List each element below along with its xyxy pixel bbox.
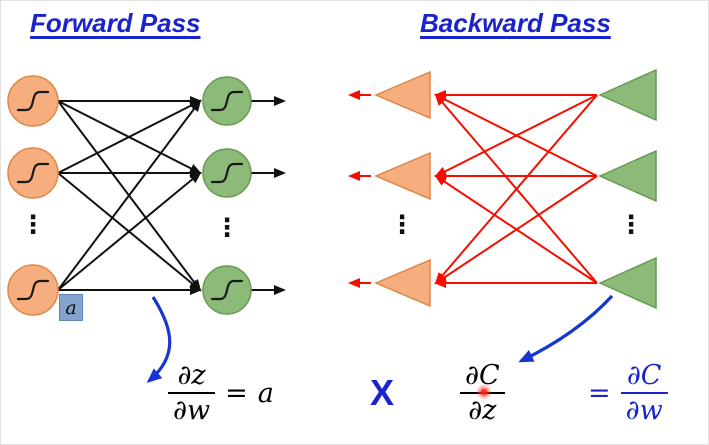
backward-right-neurons <box>598 68 657 310</box>
multiply-sign: X <box>370 372 395 413</box>
output-neuron <box>202 265 252 315</box>
input-neuron <box>7 147 59 199</box>
fraction-numerator: ∂z <box>177 360 206 391</box>
output-neuron <box>202 148 252 198</box>
equals-sign: = <box>225 377 248 409</box>
ellipsis-forward-inputs: ⋮ <box>20 210 46 239</box>
forward-derivative-formula: ∂z ∂w = a <box>168 360 274 426</box>
backward-left-neurons <box>374 70 431 308</box>
backward-derivative-formula: ∂C ∂z <box>460 360 505 426</box>
neuron-triangle <box>374 258 431 308</box>
dc-dz-fraction: ∂C ∂z <box>460 360 505 426</box>
fraction-numerator: ∂C <box>626 360 662 391</box>
ellipsis-backward-left: ⋮ <box>389 210 415 239</box>
fraction-bar <box>460 392 505 395</box>
sigmoid-icon <box>16 279 50 301</box>
forward-pass-title: Forward Pass <box>30 8 201 38</box>
sigmoid-icon <box>210 162 244 184</box>
result-derivative-formula: = ∂C ∂w <box>588 360 668 426</box>
connection-line <box>57 171 202 291</box>
gradient-line <box>434 94 598 177</box>
gradient-line <box>434 174 598 284</box>
input-neuron <box>7 264 59 316</box>
dz-dw-fraction: ∂z ∂w <box>168 360 216 427</box>
forward-derivative-arrow <box>146 296 172 383</box>
backward-derivative-arrow <box>518 294 614 363</box>
forward-output-neurons <box>202 76 252 315</box>
output-neuron <box>202 76 252 126</box>
neuron-triangle <box>598 149 657 203</box>
gradient-line <box>434 93 598 284</box>
fraction-denominator: ∂w <box>173 395 211 427</box>
forward-output-arrows <box>251 96 286 295</box>
backward-output-arrows <box>348 90 371 288</box>
backward-pass-title: Backward Pass <box>420 8 611 38</box>
result-value: a <box>257 377 274 409</box>
ellipsis-forward-outputs: ⋮ <box>214 213 240 242</box>
ellipsis-backward-right: ⋮ <box>618 210 644 239</box>
sigmoid-icon <box>210 279 244 301</box>
dc-dw-fraction: ∂C ∂w <box>620 360 668 427</box>
fraction-denominator: ∂w <box>625 395 663 427</box>
fraction-bar <box>168 392 216 395</box>
sigmoid-icon <box>210 90 244 112</box>
neuron-triangle <box>374 151 431 201</box>
sigmoid-icon <box>16 162 50 184</box>
fraction-bar <box>620 392 668 395</box>
input-neuron <box>7 75 59 127</box>
equals-sign: = <box>588 377 611 409</box>
fraction-numerator: ∂C <box>465 360 500 391</box>
sigmoid-icon <box>16 90 50 112</box>
connection-line <box>57 99 202 291</box>
forward-connections <box>57 96 202 295</box>
neuron-triangle <box>374 70 431 120</box>
activation-value-label: a <box>59 294 83 321</box>
neuron-triangle <box>598 68 657 122</box>
neuron-triangle <box>598 256 657 310</box>
backward-connections <box>434 90 598 288</box>
fraction-denominator: ∂z <box>468 395 497 427</box>
connection-line <box>57 100 202 174</box>
forward-input-neurons <box>7 75 59 316</box>
